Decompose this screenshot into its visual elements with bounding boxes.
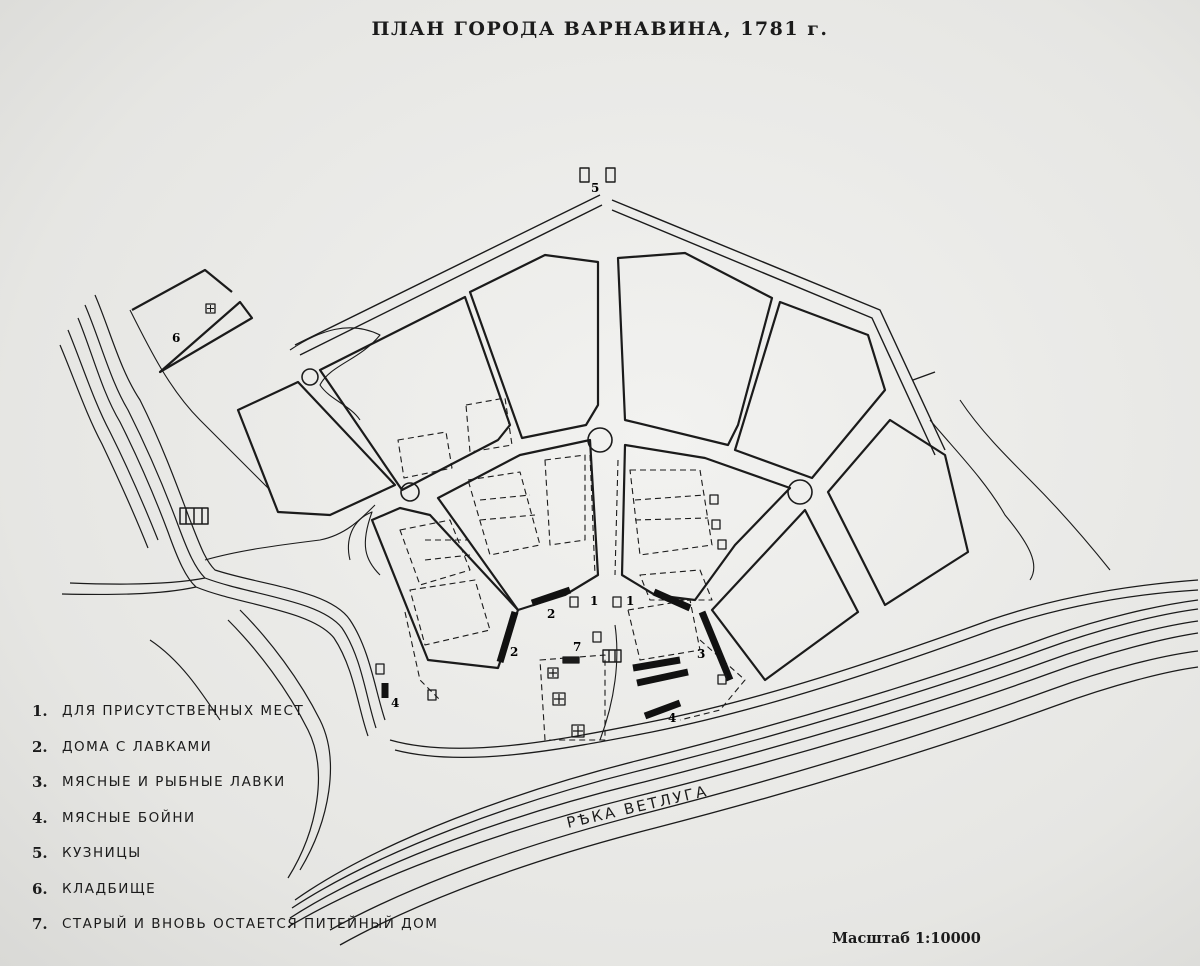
legend-item: 6.КЛАДБИЩЕ <box>32 879 157 898</box>
churches <box>547 667 585 738</box>
map-title: ПЛАН ГОРОДА ВАРНАВИНА, 1781 г. <box>371 18 829 40</box>
small-buildings <box>375 494 727 701</box>
marker-2a: 2 <box>547 607 555 621</box>
town-blocks <box>236 251 970 682</box>
marker-1a: 1 <box>590 594 598 608</box>
river-label: РѢКА ВЕТЛУГА <box>565 782 710 832</box>
legend-item: 1.ДЛЯ ПРИСУТСТВЕННЫХ МЕСТ <box>32 702 305 720</box>
marker-3: 3 <box>697 647 705 661</box>
scale-label: Масштаб 1:10000 <box>832 930 981 947</box>
legend-item: 3.МЯСНЫЕ И РЫБНЫЕ ЛАВКИ <box>32 773 286 791</box>
marker-5: 5 <box>591 181 599 195</box>
legend-item: 4.МЯСНЫЕ БОЙНИ <box>32 808 196 827</box>
marker-4b: 4 <box>668 711 676 725</box>
bridge-town <box>602 649 622 663</box>
shop-rows <box>381 586 734 720</box>
round-squares <box>301 368 813 505</box>
map-markers: 5 6 2 2 1 1 3 4 4 7 <box>172 181 705 725</box>
marker-1b: 1 <box>626 594 634 608</box>
marker-6: 6 <box>172 331 180 345</box>
blacksmiths <box>579 167 616 183</box>
marker-2b: 2 <box>510 645 518 659</box>
bridge-left <box>179 507 209 525</box>
marker-7: 7 <box>573 640 581 654</box>
planned-plots <box>397 397 746 741</box>
marker-4a: 4 <box>391 696 399 710</box>
terrain-contours <box>129 309 1111 741</box>
legend-item: 5.КУЗНИЦЫ <box>32 844 142 862</box>
left-stream <box>59 294 386 879</box>
legend-item: 2.ДОМА С ЛАВКАМИ <box>32 737 213 756</box>
cemetery <box>131 268 254 374</box>
legend: 1.ДЛЯ ПРИСУТСТВЕННЫХ МЕСТ 2.ДОМА С ЛАВКА… <box>32 702 438 951</box>
river-vetluga <box>287 579 1199 946</box>
outer-road <box>294 194 946 456</box>
legend-item: 7.СТАРЫЙ И ВНОВЬ ОСТАЕТСЯ ПИТЕЙНЫЙ ДОМ <box>32 915 439 933</box>
